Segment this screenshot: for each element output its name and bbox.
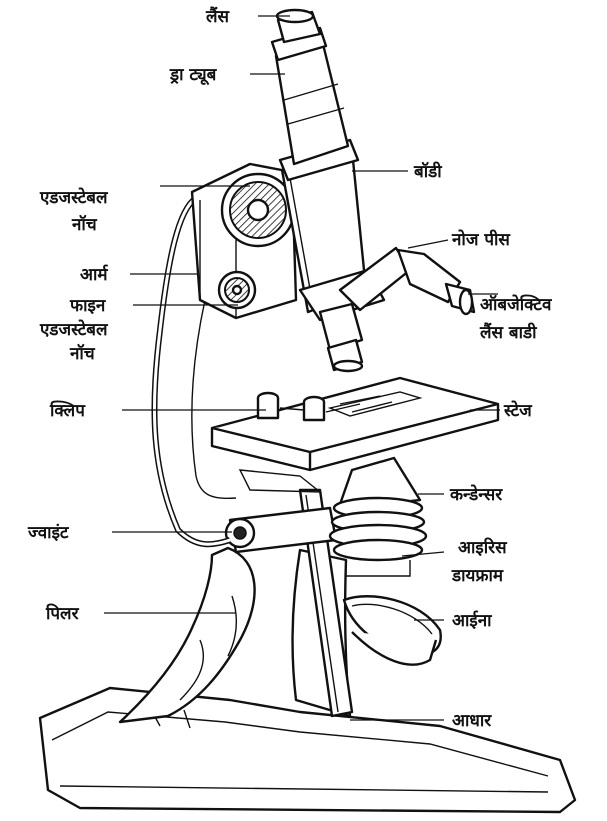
label-objective-1: ऑबजेक्टिव bbox=[480, 294, 553, 315]
condenser-part bbox=[330, 458, 426, 576]
label-stage: स्टेज bbox=[503, 400, 533, 421]
label-mirror: आईना bbox=[452, 610, 492, 631]
label-fine-adjustment-3: नॉच bbox=[69, 343, 96, 364]
label-nose-piece: नोज पीस bbox=[451, 229, 511, 250]
label-clip: क्लिप bbox=[49, 400, 86, 421]
label-fine-adjustment-1: फाइन bbox=[69, 296, 106, 316]
label-base: आधार bbox=[452, 711, 492, 731]
label-pillar: पिलर bbox=[45, 603, 80, 624]
label-iris-2: डायफ्राम bbox=[451, 566, 504, 586]
label-body: बॉडी bbox=[413, 161, 442, 182]
label-fine-adjustment-2: एडजस्टेबल bbox=[39, 319, 109, 340]
label-arm: आर्म bbox=[80, 264, 109, 285]
label-joint: ज्वाइंट bbox=[27, 523, 70, 543]
mirror-part bbox=[344, 596, 441, 664]
label-draw-tube: ड्रा ट्यूब bbox=[169, 65, 218, 86]
label-lens: लैंस bbox=[205, 6, 231, 27]
microscope-drawing bbox=[40, 10, 575, 812]
label-iris-1: आइरिस bbox=[458, 537, 508, 558]
base-part bbox=[40, 688, 575, 812]
adjustment-housing bbox=[192, 164, 296, 318]
label-objective-2: लैंस बाडी bbox=[479, 322, 537, 343]
label-condenser: कन्डेन्सर bbox=[449, 484, 503, 505]
label-coarse-adjustment-1: एडजस्टेबल bbox=[39, 187, 109, 208]
draw-tube-part bbox=[272, 28, 348, 164]
label-coarse-adjustment-2: नॉच bbox=[71, 214, 98, 235]
